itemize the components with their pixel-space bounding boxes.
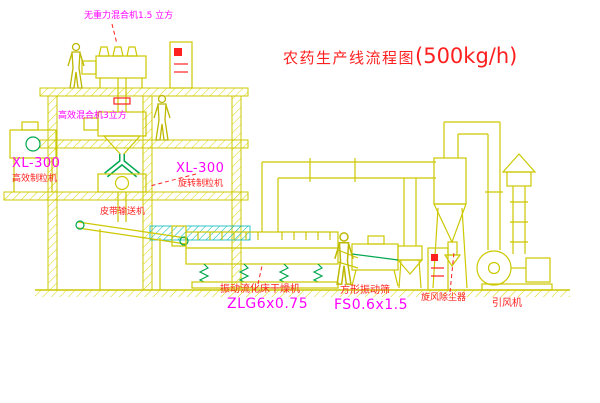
top-mixer [81, 46, 147, 112]
belt-conveyor [75, 220, 189, 290]
label-belt-conveyor: 皮带输送机 [100, 207, 146, 217]
secondary-mixer [83, 111, 147, 157]
label-rotary-granulator-name: 旋转制粒机 [178, 179, 224, 189]
label-dryer-model: ZLG6x0.75 [227, 296, 309, 312]
label-left-granulator-model: XL-300 [12, 156, 61, 171]
diagram-title: 农药生产线流程图(500kg/h) [283, 44, 517, 68]
y-duct [104, 154, 140, 178]
label-left-granulator-name: 高效制粒机 [12, 174, 58, 184]
exhaust-stack [501, 153, 537, 254]
rotary-granulator [97, 173, 147, 222]
induced-draft-fan [476, 250, 553, 291]
diagram-title-text: 农药生产线流程图 [283, 49, 416, 67]
label-sieve-model: FS0.6x1.5 [334, 297, 409, 313]
control-cabinet-top [169, 41, 193, 89]
label-cyclone: 旋风除尘器 [421, 293, 467, 303]
diagram-title-capacity: (500kg/h) [415, 44, 518, 68]
left-granulator [9, 121, 57, 192]
fines-duct-hopper [396, 178, 424, 289]
vibrating-sieve [351, 235, 399, 287]
ground [35, 289, 570, 297]
label-rotary-granulator-model: XL-300 [176, 161, 225, 176]
label-fan: 引风机 [492, 298, 522, 309]
label-dryer-name: 振动流化床干燥机 [220, 284, 300, 295]
worker-second-floor [153, 94, 171, 141]
label-mid-mixer: 高效混合机3立方 [58, 111, 127, 121]
label-top-mixer: 无重力混合机1.5 立方 [84, 11, 174, 21]
leader-lines [111, 23, 455, 293]
control-cabinet-ground [427, 247, 449, 291]
label-sieve-name: 方形振动筛 [340, 285, 390, 296]
exhaust-main-duct [261, 158, 436, 232]
feed-platform-hatch [149, 225, 251, 241]
cyclone-outlet-duct [443, 121, 503, 250]
